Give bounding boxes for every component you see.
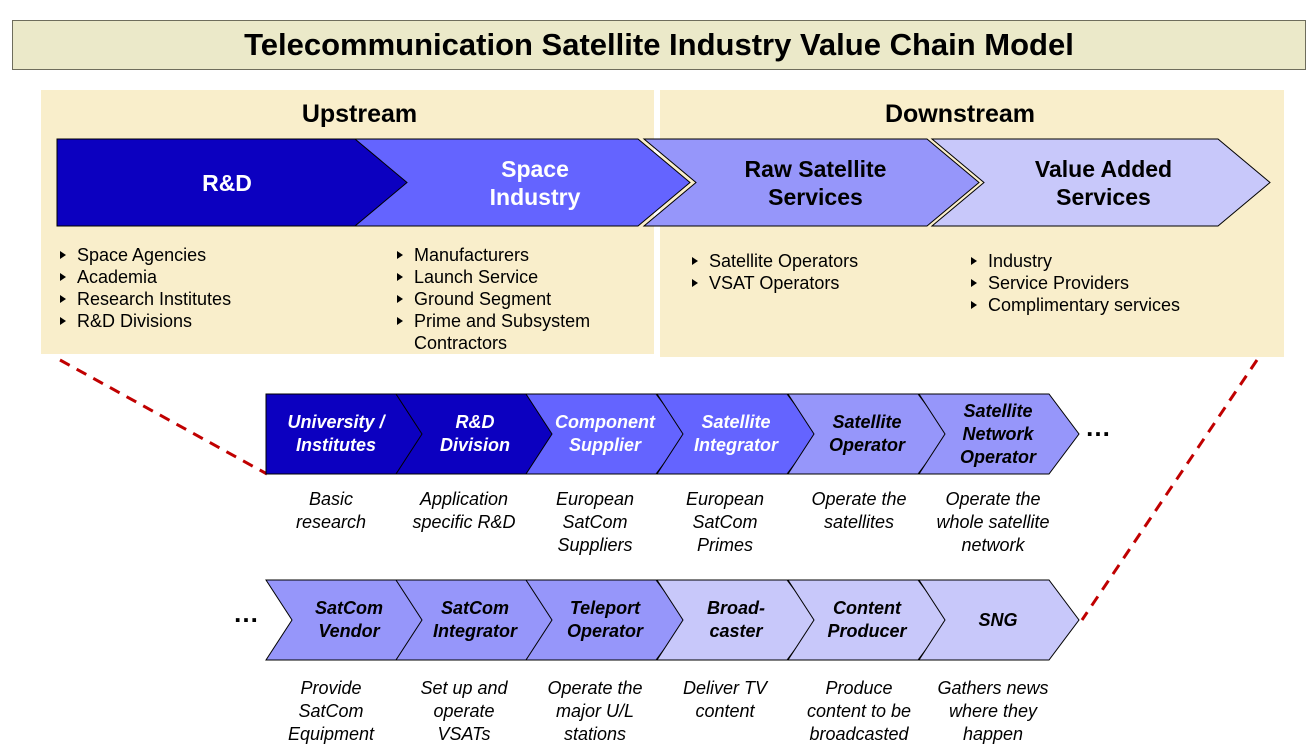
row1-university-institutes-label: University /Institutes [287,412,385,455]
bullet-item: Manufacturers [394,244,590,266]
stage-raw-satellite-services-chevron [642,138,980,227]
diagram-title: Telecommunication Satellite Industry Val… [12,20,1306,70]
stage-r-d-label: R&D [202,169,252,196]
row1-satellite-operator-chevron [787,393,949,475]
bullet-item: Industry [968,250,1180,272]
row1-component-supplier-chevron [525,393,687,475]
upstream-heading: Upstream [301,100,418,128]
downstream-heading: Downstream [884,100,1036,128]
bullet-item: Academia [57,266,231,288]
stage-space-industry-chevron [353,138,691,227]
bullet-item: Ground Segment [394,288,590,310]
bullet-item: Complimentary services [968,294,1180,316]
row1-satellite-network-operator-chevron [918,393,1080,475]
bullet-item: Service Providers [968,272,1180,294]
stage-value-added-services-chevron [930,138,1271,227]
bullet-item: Satellite Operators [689,250,858,272]
row2-ellipsis: … [233,598,260,628]
row2-sng-chevron [918,579,1080,661]
bullet-item: Space Agencies [57,244,231,266]
bullet-item: R&D Divisions [57,310,231,332]
row2-teleport-operator-chevron [525,579,687,661]
row2-sng-label: SNG [978,609,1018,630]
bullet-item: Research Institutes [57,288,231,310]
row1-satellite-integrator-chevron [656,393,818,475]
bullet-item: VSAT Operators [689,272,858,294]
bullet-item: Launch Service [394,266,590,288]
row2-broad-caster-chevron [656,579,818,661]
row2-broad-caster-label: Broad-caster [707,598,765,641]
row1-ellipsis: … [1085,412,1112,442]
row2-content-producer-chevron [787,579,949,661]
